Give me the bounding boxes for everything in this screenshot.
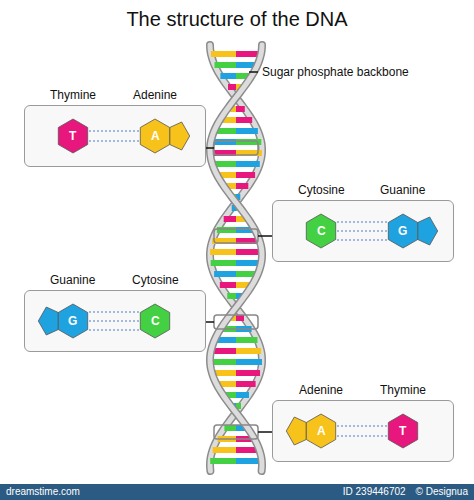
base-ring [140, 304, 169, 338]
base-rung [227, 293, 236, 299]
base-rung [220, 282, 236, 288]
base-rung [215, 62, 237, 68]
base-pair-box: Adenine ThymineA T [272, 382, 454, 462]
backbone-edge [210, 45, 262, 471]
base-rung [236, 106, 245, 112]
base-rung [236, 128, 258, 134]
base-rung [210, 249, 236, 255]
hydrogen-bond [337, 230, 387, 231]
base-letter: A [317, 424, 326, 438]
base-name: Guanine [380, 183, 425, 197]
base-ring [306, 214, 335, 248]
rung-highlight [214, 425, 258, 439]
base-name: Guanine [50, 273, 95, 287]
backbone-edge [210, 45, 262, 471]
base-ring [388, 414, 417, 448]
base-rung [210, 458, 236, 464]
rung-highlight [214, 315, 258, 329]
base-ring [58, 119, 87, 153]
base-rung [228, 84, 236, 90]
double-helix [210, 45, 262, 471]
base-letter: T [399, 424, 406, 438]
base-rung [214, 271, 236, 277]
base-name: Thymine [380, 383, 426, 397]
base-rung [236, 381, 256, 387]
base-letter: G [398, 224, 407, 238]
hydrogen-bond [337, 221, 387, 222]
rung-highlight [214, 229, 258, 243]
hydrogen-bond [337, 435, 387, 436]
base-name: Cytosine [132, 273, 179, 287]
purine-ring [170, 122, 190, 150]
base-name: Cytosine [298, 183, 345, 197]
base-rung [236, 172, 255, 178]
base-rung [236, 315, 244, 321]
base-letter: C [151, 314, 160, 328]
rung-highlight [214, 141, 258, 155]
purine-ring [418, 217, 438, 245]
base-rung [224, 216, 236, 222]
base-name: Thymine [50, 88, 96, 102]
base-rung [236, 392, 249, 398]
base-rung [236, 117, 252, 123]
backbone-strand [210, 45, 262, 471]
purine-ring [286, 417, 306, 445]
base-rung [217, 227, 236, 233]
base-letter: G [68, 314, 77, 328]
rung-highlights [214, 141, 258, 439]
hydrogen-bond [337, 239, 387, 240]
purine-ring [38, 307, 58, 335]
hydrogen-bond [89, 320, 139, 321]
base-rung [213, 447, 236, 453]
footer-band [0, 484, 474, 500]
leader-line [258, 431, 272, 433]
base-pair-box: Guanine CytosineG C [24, 272, 206, 352]
part-label: Sugar phosphate backbone [262, 65, 409, 79]
leader-line [258, 235, 272, 237]
base-ring [306, 414, 335, 448]
base-letter: T [69, 129, 76, 143]
hydrogen-bond [337, 425, 387, 426]
hydrogen-bond [89, 130, 139, 131]
base-letter: C [317, 224, 326, 238]
leader-line [206, 147, 214, 149]
leader-lines [206, 72, 272, 432]
base-rung [236, 161, 260, 167]
backbone-strand [210, 45, 262, 471]
base-ring [140, 119, 169, 153]
leader-line [206, 321, 214, 323]
base-rung [236, 337, 258, 343]
hydrogen-bond [89, 311, 139, 312]
watermark: ID 239446702 [343, 486, 406, 497]
hydrogen-bond [89, 140, 139, 141]
base-rung [236, 348, 261, 354]
base-pair-box: Cytosine GuanineC G [272, 182, 454, 262]
watermark: dreamstime.com [6, 486, 80, 497]
base-pair-box: Thymine AdenineT A [24, 87, 206, 167]
base-rung [236, 359, 262, 365]
watermark: © Designua [416, 486, 468, 497]
base-name: Adenine [299, 383, 343, 397]
base-rung [236, 183, 248, 189]
hydrogen-bond [89, 329, 139, 330]
base-ring [388, 214, 417, 248]
leader-line [249, 71, 258, 73]
base-name: Adenine [133, 88, 177, 102]
base-rung [211, 51, 236, 57]
base-rung [236, 370, 260, 376]
base-rung [211, 260, 236, 266]
diagram-title: The structure of the DNA [0, 8, 474, 31]
base-rung [220, 73, 236, 79]
base-ring [58, 304, 87, 338]
base-letter: A [151, 129, 160, 143]
base-rung [224, 425, 236, 431]
